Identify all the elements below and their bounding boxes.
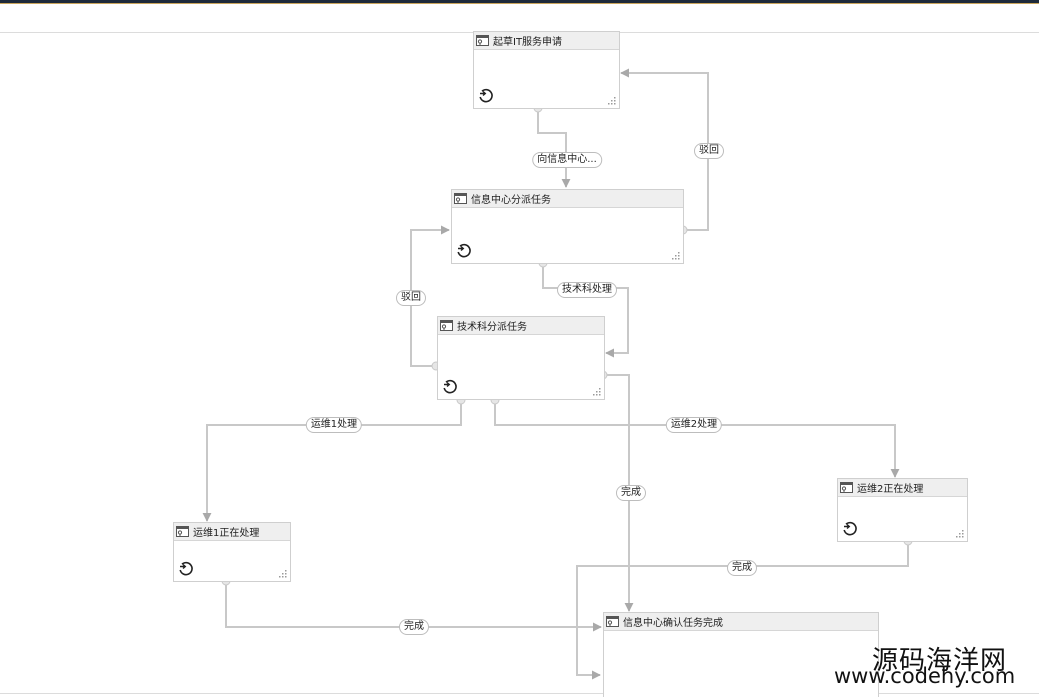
edge-label-ops2-handle[interactable]: 运维2处理 [665,417,723,433]
node-header[interactable]: 运维2正在处理 [838,479,967,497]
canvas-bottom-border [0,693,1039,694]
node-header[interactable]: 信息中心确认任务完成 [604,613,878,631]
state-activity-icon [840,482,853,493]
entry-action-icon[interactable] [478,88,494,104]
edge-label-ops1-complete[interactable]: 完成 [399,619,429,635]
connector-tech-complete-to-confirm[interactable] [603,374,634,612]
node-title: 信息中心分派任务 [471,195,551,206]
node-header[interactable]: 信息中心分派任务 [452,190,683,208]
connector-tech-to-ops2[interactable] [494,400,900,478]
node-title: 运维1正在处理 [193,528,260,539]
node-header[interactable]: 运维1正在处理 [174,523,290,541]
node-ops2-processing[interactable]: 运维2正在处理 [837,478,968,542]
state-activity-icon [606,616,619,627]
resize-grip-icon[interactable] [956,530,964,538]
connector-draft-to-center[interactable] [537,108,571,188]
connector-ops2-complete-to-confirm[interactable] [576,541,909,680]
edge-label-ops2-complete[interactable]: 完成 [727,560,757,576]
edge-label-to-tech[interactable]: 技术科处理 [557,282,617,298]
state-activity-icon [176,526,189,537]
connector-center-to-tech[interactable] [542,263,629,358]
node-title: 技术科分派任务 [457,322,527,333]
resize-grip-icon[interactable] [608,97,616,105]
window-top-accent-line [0,3,1039,4]
node-center-confirm-complete[interactable]: 信息中心确认任务完成 [603,612,879,697]
node-title: 信息中心确认任务完成 [623,618,723,629]
state-activity-icon [440,320,453,331]
node-header[interactable]: 技术科分派任务 [438,317,604,335]
entry-action-icon[interactable] [178,561,194,577]
edge-label-reject-to-draft[interactable]: 驳回 [694,143,724,159]
node-ops1-processing[interactable]: 运维1正在处理 [173,522,291,582]
state-activity-icon [476,35,489,46]
entry-action-icon[interactable] [442,379,458,395]
edge-label-to-center[interactable]: 向信息中心... [532,152,602,168]
state-activity-icon [454,193,467,204]
connector-ops1-complete-to-confirm[interactable] [225,581,602,632]
node-center-assign-task[interactable]: 信息中心分派任务 [451,189,684,264]
watermark-url: www.codehy.com [834,664,1016,688]
resize-grip-icon[interactable] [593,388,601,396]
entry-action-icon[interactable] [842,521,858,537]
edge-label-ops1-handle[interactable]: 运维1处理 [305,417,363,433]
node-tech-assign-task[interactable]: 技术科分派任务 [437,316,605,400]
resize-grip-icon[interactable] [279,570,287,578]
node-title: 运维2正在处理 [857,484,924,495]
window-top-bar [0,0,1039,3]
resize-grip-icon[interactable] [672,252,680,260]
edge-label-reject-to-center[interactable]: 驳回 [396,290,426,306]
edge-label-tech-complete[interactable]: 完成 [616,485,646,501]
node-draft-it-request[interactable]: 起草IT服务申请 [473,31,620,109]
node-title: 起草IT服务申请 [493,37,563,48]
entry-action-icon[interactable] [456,243,472,259]
watermark-site-name: 源码海洋网 [872,646,1008,676]
node-header[interactable]: 起草IT服务申请 [474,32,619,50]
